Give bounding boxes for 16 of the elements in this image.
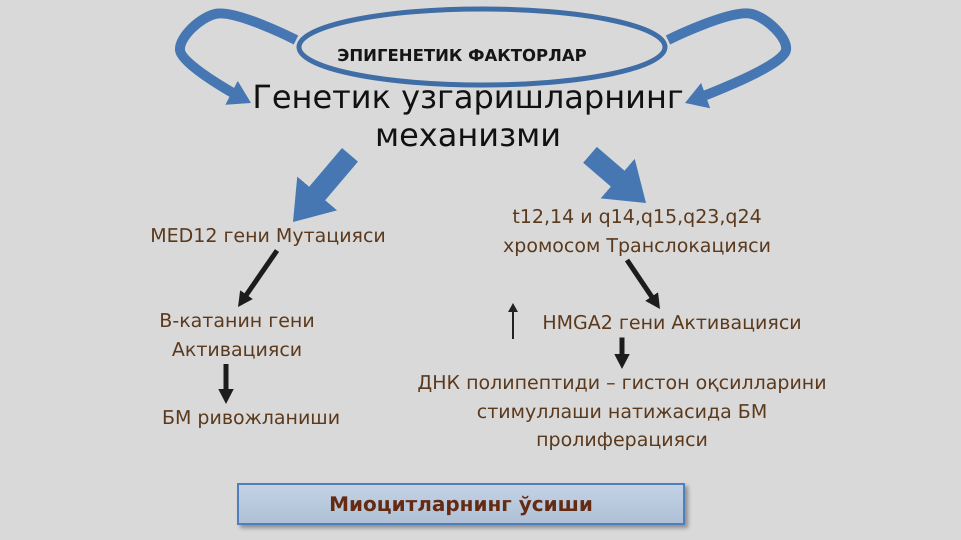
arrow <box>236 249 280 308</box>
arrow <box>175 8 298 108</box>
step-text: В-катанин гени Активацияси <box>158 307 316 364</box>
arrow <box>624 258 662 310</box>
step-text: MED12 гени Мутацияси <box>149 222 387 250</box>
step-text: БМ ривожланиши <box>160 404 342 432</box>
heading-text: Генетик узгаришларнинг механизми <box>251 78 685 155</box>
result-box <box>237 483 685 525</box>
arrow <box>666 8 791 108</box>
step-text: ДНК полипептиди – гистон оқсилларини стимуллаши натижасида БМ пролиферацияси <box>416 369 828 454</box>
arrow <box>218 364 234 404</box>
step-text: t12,14 и q14,q15,q23,q24 хромосом Транслокацияси <box>502 203 772 260</box>
arrow <box>614 338 630 369</box>
ellipse-label: ЭПИГЕНЕТИК ФАКТОРЛАР <box>337 46 587 64</box>
step-text: HMGA2 гени Активацияси <box>541 309 803 338</box>
result-label: Миоцитларнинг ўсиши <box>329 492 593 516</box>
